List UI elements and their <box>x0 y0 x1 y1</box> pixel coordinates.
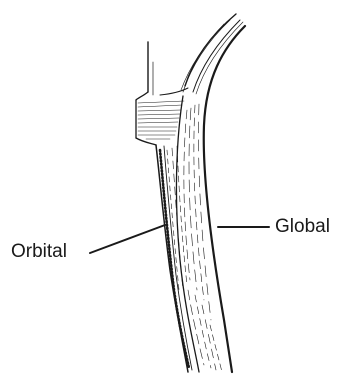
orbital-leader-line <box>90 225 165 253</box>
orbital-layer <box>136 42 192 372</box>
global-label: Global <box>275 217 330 236</box>
global-layer <box>176 14 245 372</box>
orbital-label: Orbital <box>11 242 67 261</box>
